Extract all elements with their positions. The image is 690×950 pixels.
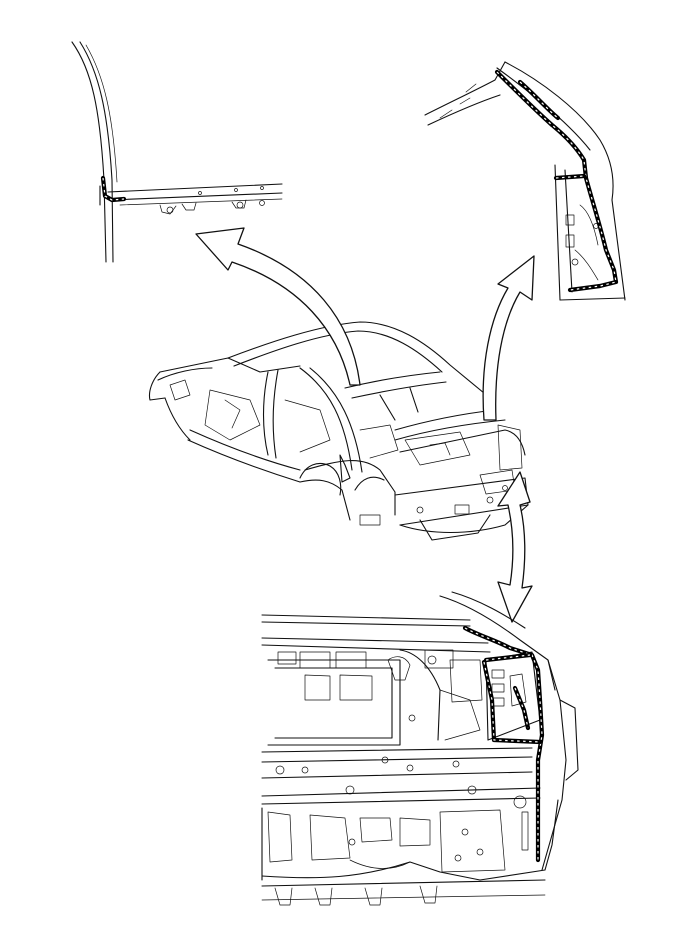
detail-upper-left [71, 41, 283, 263]
callout-arrow-upper-right [482, 255, 535, 421]
callout-arrow-upper-left [195, 227, 361, 386]
sealer-bead-upper-left [100, 175, 127, 203]
vehicle-body-overview [148, 321, 529, 541]
sealer-bead-bottom [462, 625, 545, 863]
sealer-bead-upper-right [494, 69, 619, 293]
detail-upper-right [424, 61, 626, 301]
callout-arrow-bottom [497, 471, 533, 623]
detail-bottom [261, 591, 579, 906]
